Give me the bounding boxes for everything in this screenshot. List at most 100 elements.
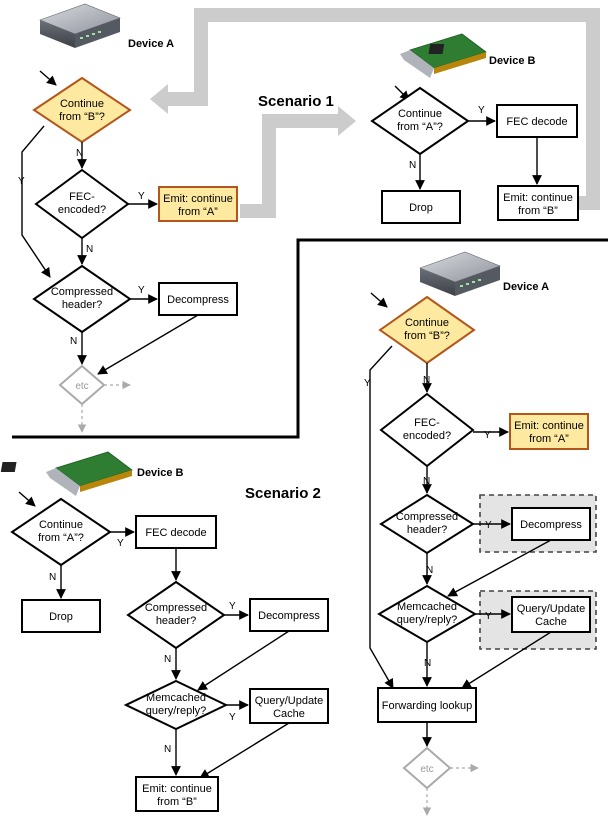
edge-label-y: Y — [478, 105, 485, 116]
s2a-continue-from-b-decision: Continue from “B”? — [378, 295, 476, 365]
decision-label-line1: Memcached — [146, 692, 206, 704]
edge-label-y: Y — [229, 601, 236, 612]
box-label-line2: from “A” — [178, 206, 218, 218]
edge-label-y: Y — [484, 430, 491, 441]
s2a-query-update-cache-box: Query/Update Cache — [511, 596, 591, 633]
edge-label-n: N — [70, 336, 77, 347]
s2-device-b: Device B Continue from “A”? Y N FEC deco… — [0, 451, 329, 812]
s2b-fec-decode-box: FEC decode — [135, 515, 217, 549]
server-box-icon — [39, 3, 121, 48]
s1b-drop-box: Drop — [381, 190, 461, 224]
box-label-line2: Cache — [273, 708, 305, 720]
s1-device-a-label: Device A — [128, 38, 174, 50]
decision-label-line1: Compressed — [396, 511, 458, 523]
s1b-continue-from-a-decision: Continue from “A”? — [370, 86, 470, 156]
box-label-line1: Emit: continue — [514, 420, 584, 432]
s1a-fec-encoded-decision: FEC- encoded? — [34, 168, 130, 240]
s2a-decompress-box: Decompress — [511, 507, 591, 541]
box-label-line2: from “B” — [518, 205, 558, 217]
server-box-icon — [419, 251, 501, 296]
s2b-decompress-box: Decompress — [249, 598, 329, 632]
decision-label-line1: FEC- — [414, 417, 440, 429]
edge-label-y: Y — [485, 520, 492, 531]
decision-label-line2: query/reply? — [146, 705, 207, 717]
s1-device-b-label: Device B — [489, 55, 536, 67]
decision-label-line1: Compressed — [51, 286, 113, 298]
box-label-line2: from “B” — [157, 796, 197, 808]
s2a-compressed-header-decision: Compressed header? — [379, 493, 475, 555]
scenario-divider — [12, 238, 608, 439]
box-label: FEC decode — [145, 527, 206, 539]
s2a-forwarding-lookup-box: Forwarding lookup — [377, 687, 477, 723]
s2-device-a: Device A Continue from “B”? Y N FEC- enc… — [364, 251, 597, 816]
edge-label-y: Y — [138, 285, 145, 296]
s2a-fec-encoded-decision: FEC- encoded? — [379, 392, 475, 468]
edge-label-n: N — [76, 148, 83, 159]
s1-device-b: Device B Continue from “A”? Y N FEC deco… — [370, 33, 579, 224]
s1b-fec-decode-box: FEC decode — [496, 104, 578, 138]
edge-label-n: N — [423, 375, 430, 386]
box-label-line1: Query/Update — [517, 603, 585, 615]
decision-label-line2: header? — [62, 299, 102, 311]
box-label: Drop — [49, 611, 73, 623]
decision-label-line2: header? — [156, 615, 196, 627]
edge-label-y: Y — [364, 378, 371, 389]
s1-device-a: Device A Continue from “B”? N Y FEC- enc… — [18, 3, 238, 433]
edge-label-n: N — [426, 565, 433, 576]
decision-label-line2: from “B”? — [404, 330, 450, 342]
decision-label-line1: Compressed — [145, 602, 207, 614]
box-label-line1: Query/Update — [255, 695, 323, 707]
s2b-continue-from-a-decision: Continue from “A”? — [10, 497, 112, 567]
edge-label-y: Y — [117, 538, 124, 549]
decision-label-line1: FEC- — [69, 191, 95, 203]
s2a-emit-continue-a-box: Emit: continue from “A” — [509, 413, 589, 450]
box-label: Decompress — [167, 294, 229, 306]
edge-label-n: N — [423, 476, 430, 487]
box-label: FEC decode — [506, 116, 567, 128]
box-label-line2: Cache — [535, 616, 567, 628]
box-label: Decompress — [520, 519, 582, 531]
box-label-line1: Emit: continue — [163, 193, 233, 205]
s1a-decompress-box: Decompress — [158, 282, 238, 316]
etc-label: etc — [75, 381, 88, 392]
decision-label-line1: Continue — [405, 317, 449, 329]
edge-label-n: N — [424, 658, 431, 669]
box-label-line1: Emit: continue — [503, 192, 573, 204]
box-label: Drop — [409, 202, 433, 214]
decision-label-line1: Continue — [60, 98, 104, 110]
decision-label-line1: Continue — [39, 519, 83, 531]
edge-label-n: N — [49, 572, 56, 583]
s2b-emit-continue-b-box: Emit: continue from “B” — [135, 776, 219, 812]
decision-label-line1: Continue — [398, 108, 442, 120]
edge-label-y: Y — [18, 176, 25, 187]
decision-label-line1: Memcached — [397, 601, 457, 613]
box-label-line1: Emit: continue — [142, 783, 212, 795]
s2b-memcached-decision: Memcached query/reply? — [123, 679, 229, 731]
edge-label-y: Y — [229, 712, 236, 723]
etc-label: etc — [420, 764, 433, 775]
edge-label-n: N — [164, 744, 171, 755]
s2-device-b-label: Device B — [137, 467, 184, 479]
edge-label-n: N — [86, 244, 93, 255]
decision-label-line2: header? — [407, 524, 447, 536]
s1a-etc-decision: etc — [58, 364, 106, 406]
box-label: Forwarding lookup — [382, 700, 473, 712]
s2a-etc-decision: etc — [402, 746, 452, 790]
edge-label-y: Y — [485, 611, 492, 622]
s2b-drop-box: Drop — [21, 599, 101, 633]
s2b-query-update-cache-box: Query/Update Cache — [249, 688, 329, 724]
network-card-icon — [400, 33, 487, 78]
edge-label-n: N — [409, 160, 416, 171]
s1a-emit-continue-a-box: Emit: continue from “A” — [158, 186, 238, 222]
decision-label-line2: from “A”? — [38, 532, 84, 544]
edge-label-y: Y — [138, 191, 145, 202]
s1b-emit-continue-b-box: Emit: continue from “B” — [497, 185, 579, 221]
decision-label-line2: from “B”? — [59, 111, 105, 123]
network-card-icon — [0, 451, 133, 496]
s2a-memcached-decision: Memcached query/reply? — [377, 584, 477, 644]
decision-label-line2: encoded? — [403, 430, 451, 442]
decision-label-line2: query/reply? — [397, 614, 458, 626]
edge-label-n: N — [164, 654, 171, 665]
decision-label-line2: encoded? — [58, 204, 106, 216]
